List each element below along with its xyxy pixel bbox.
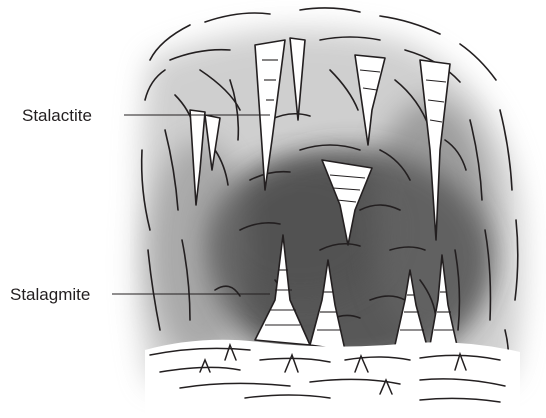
stalactite-label: Stalactite — [22, 106, 92, 125]
stalagmite-label: Stalagmite — [10, 285, 90, 304]
cave-floor — [145, 340, 520, 418]
